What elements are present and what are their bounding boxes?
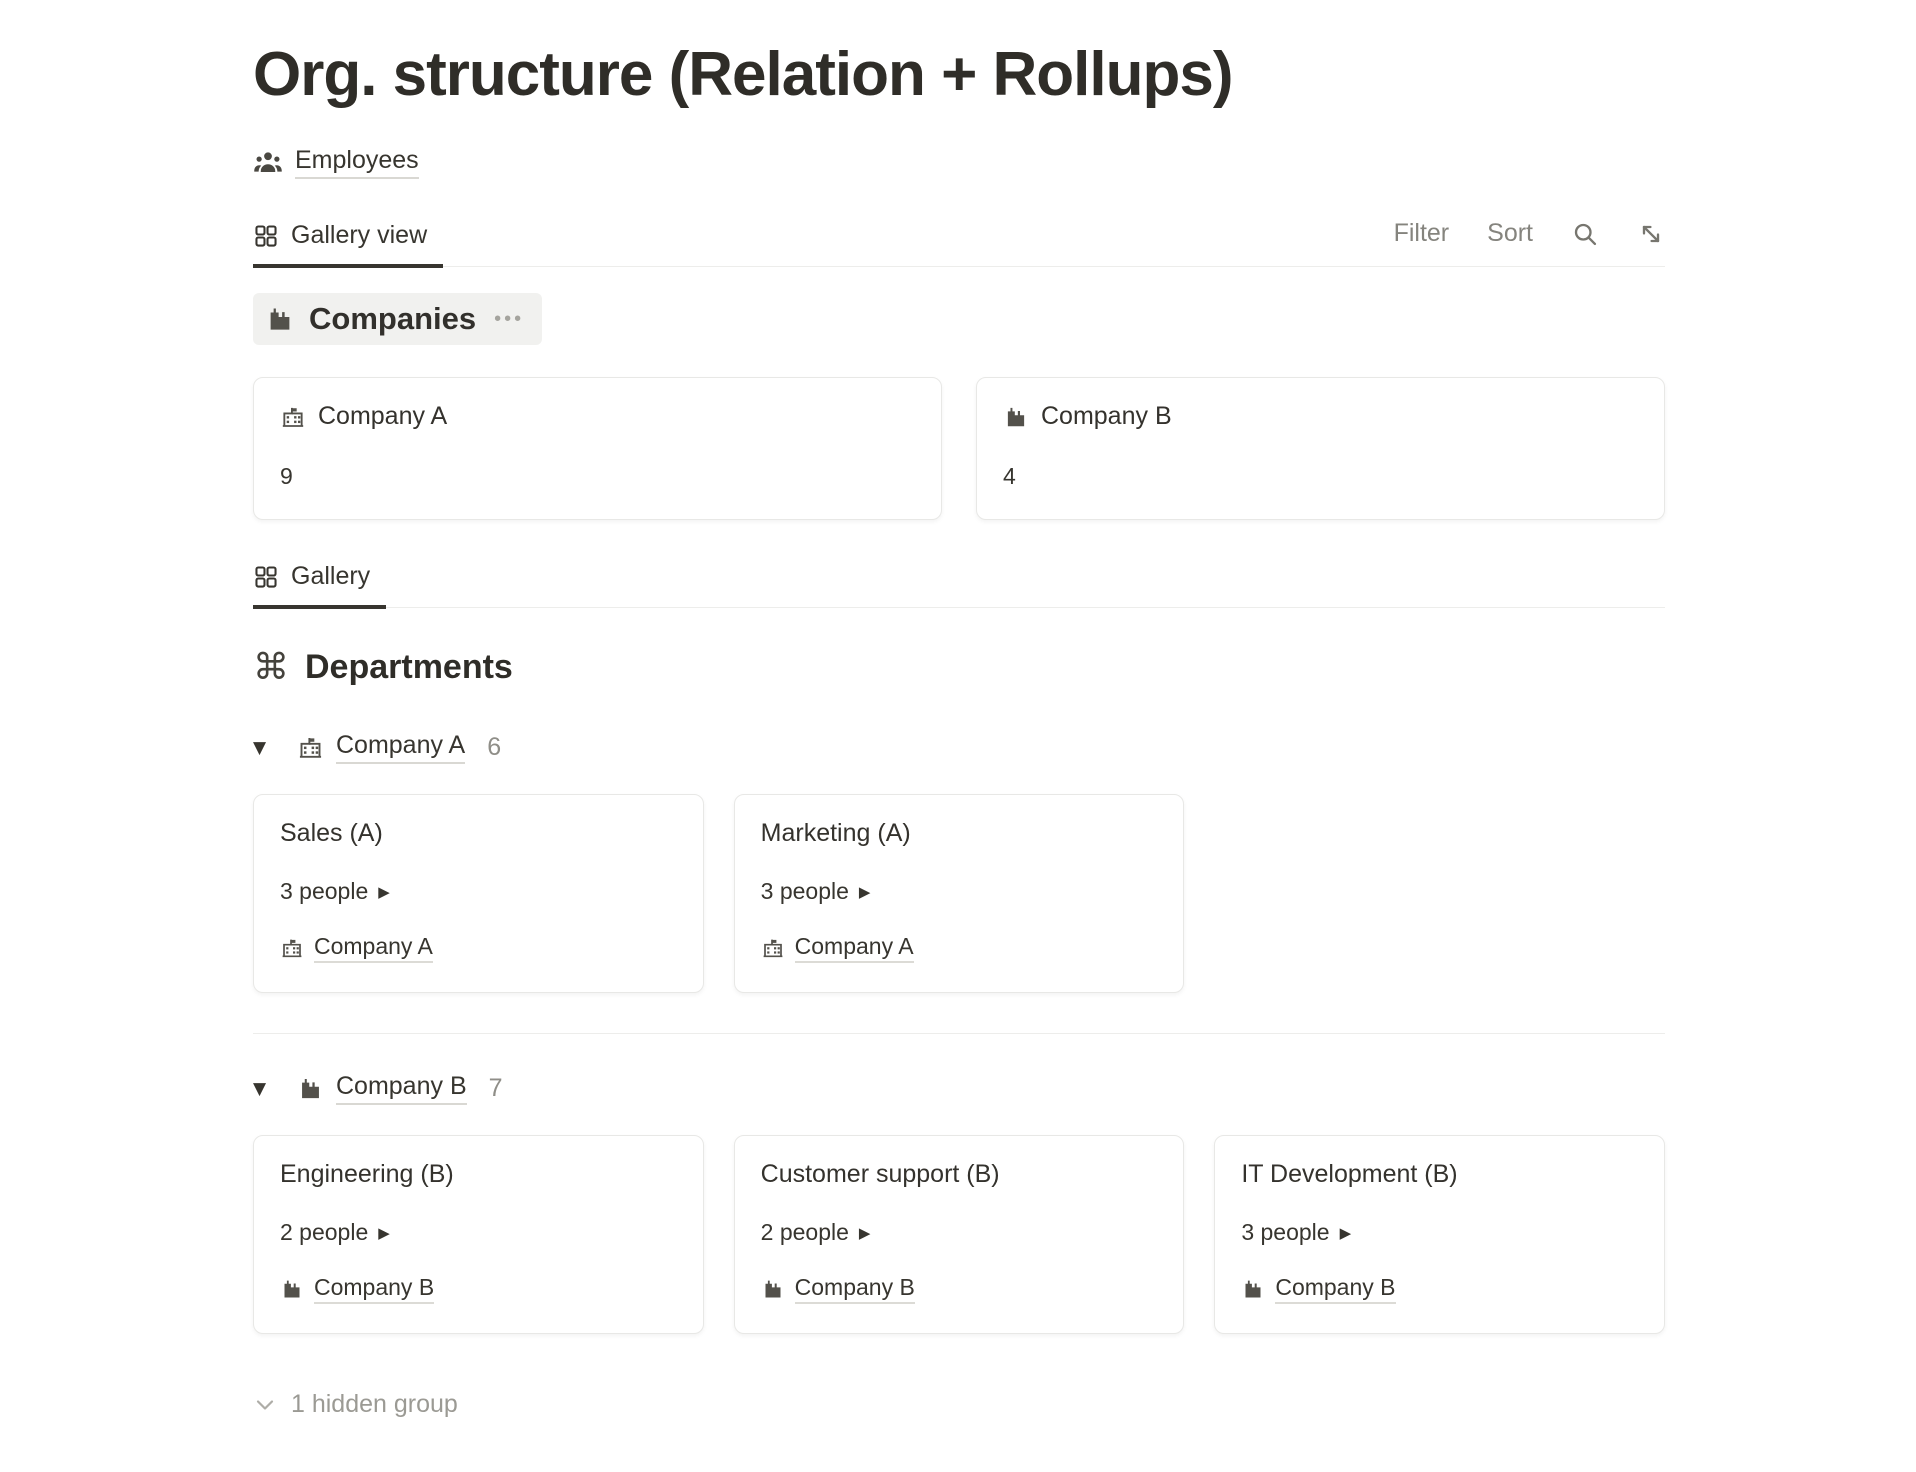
gallery-grid-icon <box>255 225 277 247</box>
play-expand-icon[interactable]: ▶ <box>378 1223 390 1242</box>
company-rollup-count: 9 <box>280 463 293 490</box>
companies-section-header[interactable]: Companies ••• <box>253 293 543 346</box>
department-card-title: Customer support (B) <box>760 1160 1000 1189</box>
hidden-group-toggle[interactable]: 1 hidden group <box>253 1390 1665 1419</box>
department-card-sales-a[interactable]: Sales (A) 3 people ▶ Company A <box>253 794 704 994</box>
company-card-b[interactable]: Company B 4 <box>976 377 1665 521</box>
chevron-down-icon <box>256 1400 274 1410</box>
people-count: 3 people <box>280 878 369 905</box>
company-relation-link[interactable]: Company B <box>314 1274 435 1305</box>
people-count: 3 people <box>1241 1219 1330 1246</box>
play-expand-icon[interactable]: ▶ <box>858 1223 871 1242</box>
company-relation-link[interactable]: Company A <box>794 933 914 964</box>
toolbar-actions: Filter Sort <box>1394 219 1665 266</box>
page-title: Org. structure (Relation + Rollups) <box>253 40 1234 109</box>
city-buildings-icon <box>284 1280 300 1298</box>
command-icon: ⌘ <box>253 646 289 688</box>
department-card-it-development-b[interactable]: IT Development (B) 3 people ▶ Company B <box>1214 1135 1665 1335</box>
employees-link[interactable]: Employees <box>295 146 419 180</box>
company-rollup-count: 4 <box>1003 463 1016 490</box>
department-card-engineering-b[interactable]: Engineering (B) 2 people ▶ Company B <box>253 1135 704 1335</box>
group-divider <box>253 1033 1665 1035</box>
view-toolbar: Gallery view Filter Sort <box>253 211 1665 269</box>
company-relation-link[interactable]: Company B <box>794 1274 915 1305</box>
departments-grid-company-a: Sales (A) 3 people ▶ Company A <box>253 794 1665 994</box>
group-header-company-b: ▼ Company B 7 <box>253 1072 1665 1106</box>
company-card-title: Company A <box>318 402 448 431</box>
filter-button[interactable]: Filter <box>1393 219 1450 248</box>
toggle-down-icon[interactable]: ▼ <box>253 737 267 758</box>
group-header-company-a: ▼ Company A 6 <box>253 731 1665 765</box>
employees-source-row: Employees <box>253 146 1665 180</box>
companies-section-title: Companies <box>309 301 477 337</box>
play-expand-icon[interactable]: ▶ <box>858 882 871 901</box>
people-count: 3 people <box>760 878 849 905</box>
city-buildings-icon <box>302 1079 319 1099</box>
company-relation-link[interactable]: Company A <box>314 933 433 964</box>
people-group-icon <box>254 152 282 172</box>
company-card-a[interactable]: Company A 9 <box>253 377 942 521</box>
city-buildings-icon <box>765 1280 781 1298</box>
company-card-title: Company B <box>1041 402 1172 431</box>
expand-icon[interactable] <box>1637 220 1665 248</box>
search-icon[interactable] <box>1571 220 1599 248</box>
city-buildings-icon <box>1245 1280 1261 1298</box>
departments-view-toolbar: Gallery <box>253 552 1665 610</box>
toggle-down-icon[interactable]: ▼ <box>253 1078 267 1099</box>
people-count: 2 people <box>760 1219 849 1246</box>
sort-button[interactable]: Sort <box>1487 219 1533 248</box>
school-building-icon <box>763 939 783 958</box>
city-buildings-icon <box>270 308 290 331</box>
play-expand-icon[interactable]: ▶ <box>378 882 390 901</box>
tab-gallery-label: Gallery <box>291 562 371 591</box>
hidden-group-label: 1 hidden group <box>291 1390 458 1419</box>
group-count: 6 <box>487 733 502 762</box>
company-relation-link[interactable]: Company B <box>1275 1274 1396 1305</box>
gallery-grid-icon <box>255 566 277 588</box>
department-card-marketing-a[interactable]: Marketing (A) 3 people ▶ Company A <box>733 794 1185 994</box>
group-count: 7 <box>488 1074 503 1103</box>
play-expand-icon[interactable]: ▶ <box>1339 1223 1352 1242</box>
more-options-icon[interactable]: ••• <box>494 307 525 330</box>
tab-gallery-view-label: Gallery view <box>291 221 428 250</box>
school-building-icon <box>299 738 322 759</box>
tab-gallery[interactable]: Gallery <box>253 552 387 610</box>
city-buildings-icon <box>1007 407 1025 427</box>
department-card-title: Engineering (B) <box>280 1160 454 1189</box>
department-card-customer-support-b[interactable]: Customer support (B) 2 people ▶ Company … <box>733 1135 1185 1335</box>
tab-gallery-view[interactable]: Gallery view <box>253 211 444 269</box>
group-link-company-a[interactable]: Company A <box>336 731 466 765</box>
school-building-icon <box>282 407 304 427</box>
group-link-company-b[interactable]: Company B <box>336 1072 467 1106</box>
companies-card-grid: Company A 9 Company B 4 <box>253 377 1665 521</box>
departments-grid-company-b: Engineering (B) 2 people ▶ Company B Cus… <box>253 1135 1665 1335</box>
department-card-title: IT Development (B) <box>1241 1160 1458 1189</box>
people-count: 2 people <box>280 1219 369 1246</box>
school-building-icon <box>282 939 302 958</box>
department-card-title: Marketing (A) <box>760 819 911 848</box>
departments-section-header: ⌘ Departments <box>253 648 1665 687</box>
departments-section-title: Departments <box>305 648 513 687</box>
department-card-title: Sales (A) <box>280 819 383 848</box>
